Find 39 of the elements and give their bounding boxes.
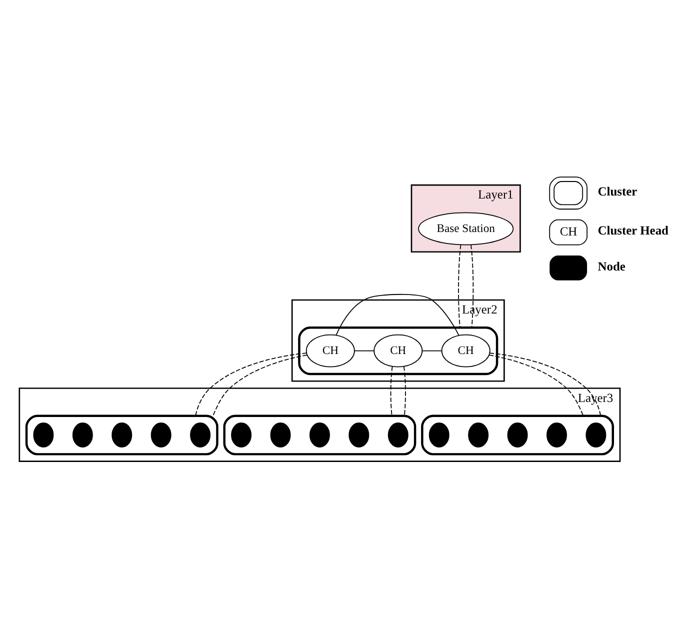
connector <box>390 366 393 416</box>
cluster <box>25 414 218 456</box>
node-circle <box>586 422 606 448</box>
legend-label: Node <box>598 259 626 274</box>
connector <box>470 244 474 328</box>
node-circle <box>270 422 291 448</box>
node-circle <box>190 422 211 448</box>
cluster <box>298 326 498 376</box>
node-circle <box>546 422 567 448</box>
node-circle <box>468 422 489 448</box>
connector <box>403 366 406 416</box>
legend-label: Cluster <box>598 184 638 198</box>
node-circle <box>428 422 450 448</box>
node-circle <box>348 422 370 448</box>
connector <box>195 352 307 416</box>
node-circle <box>231 422 252 448</box>
node-circle <box>112 422 132 448</box>
legend-label: Cluster Head <box>598 224 669 238</box>
label: CH <box>560 224 578 239</box>
cluster <box>223 414 416 456</box>
cluster: Layer3 <box>18 388 621 462</box>
connector <box>354 350 374 352</box>
connector <box>489 352 602 416</box>
node-ellipse: CH <box>306 334 355 368</box>
connector <box>488 354 584 416</box>
connector <box>336 294 460 336</box>
node-circle <box>309 422 330 448</box>
cluster <box>421 414 614 456</box>
node-circle <box>150 422 172 448</box>
node-circle <box>507 422 528 448</box>
connector <box>422 350 442 352</box>
connector <box>458 244 462 328</box>
node-circle <box>72 422 93 448</box>
node-ellipse: CH <box>441 334 490 368</box>
connector <box>212 354 308 416</box>
node-ellipse: Base Station <box>418 212 514 246</box>
node-ellipse: CH <box>374 334 423 368</box>
node-circle <box>33 422 54 448</box>
node-circle <box>388 422 408 448</box>
